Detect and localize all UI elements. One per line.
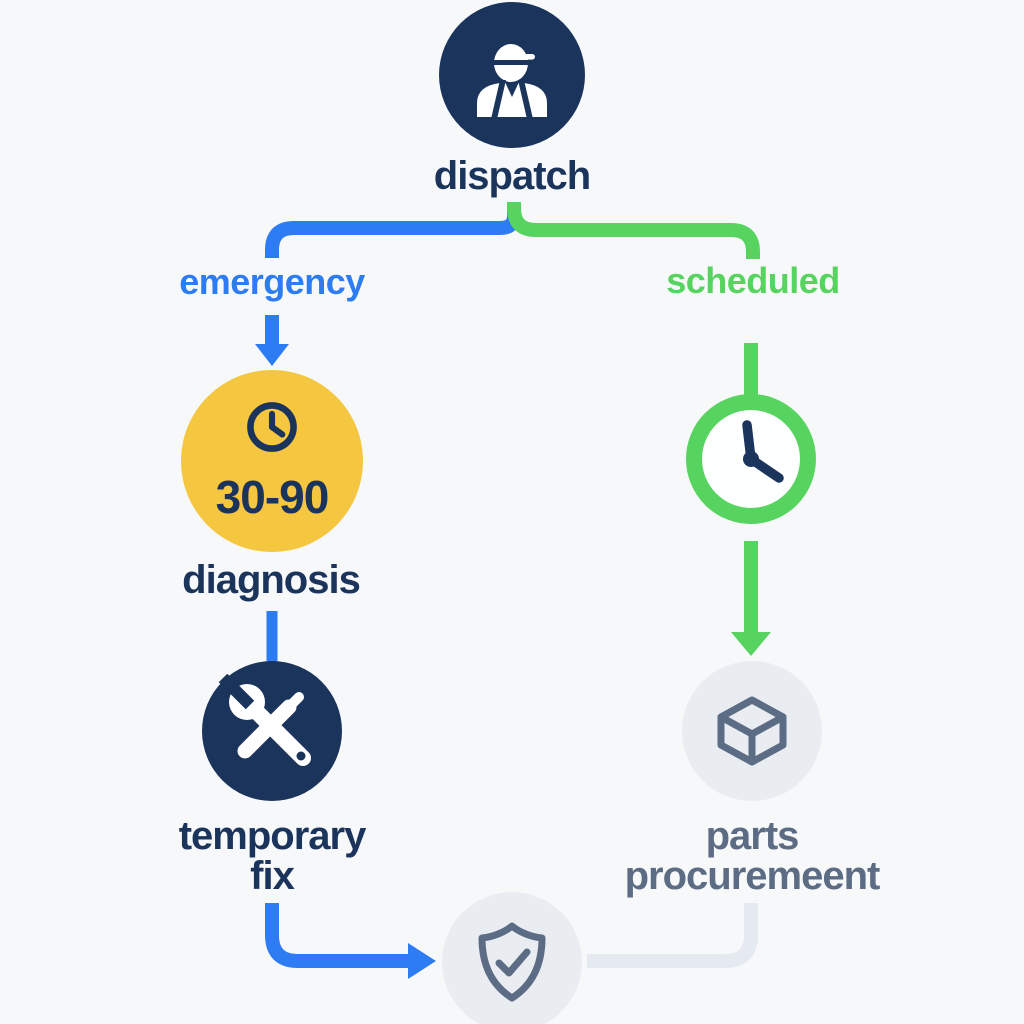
- connector-parts-verification: [587, 903, 758, 968]
- parts-label-line1: parts: [705, 814, 800, 858]
- diagnosis-node: 30-90: [181, 370, 363, 552]
- parts-procurement-label: parts procuremeent: [624, 814, 881, 898]
- dispatch-node: [439, 2, 585, 148]
- arrow-fix-verification-head: [408, 943, 436, 979]
- connector-dispatch-scheduled: [507, 202, 760, 259]
- temporary-fix-node: [202, 661, 342, 801]
- scheduled-wait-node: [685, 393, 817, 530]
- dispatch-label: dispatch: [433, 154, 591, 198]
- clock-outline-icon: [686, 394, 816, 524]
- temporary-fix-label-line2: fix: [250, 854, 295, 898]
- worker-icon: [477, 44, 547, 119]
- verification-node: [442, 892, 582, 1024]
- connector-dispatch-emergency: [265, 210, 521, 258]
- scheduled-branch-label: scheduled: [666, 260, 840, 301]
- parts-procurement-node: [682, 661, 822, 801]
- emergency-branch-label: emergency: [179, 261, 365, 302]
- clock-icon: [247, 402, 297, 452]
- arrow-clock-parts-head: [731, 632, 771, 656]
- temporary-fix-label-line1: temporary: [178, 814, 367, 858]
- tools-icon: [218, 673, 311, 766]
- diagnosis-label: diagnosis: [182, 558, 361, 602]
- parts-label-line2: procuremeent: [624, 854, 881, 898]
- arrow-emergency-diagnosis-head: [255, 344, 289, 366]
- package-icon: [717, 696, 787, 766]
- diagnosis-duration-badge: 30-90: [215, 471, 330, 523]
- shield-check-icon: [478, 922, 546, 1002]
- arrow-fix-verification-shaft: [265, 903, 410, 968]
- temporary-fix-label: temporary fix: [178, 814, 367, 898]
